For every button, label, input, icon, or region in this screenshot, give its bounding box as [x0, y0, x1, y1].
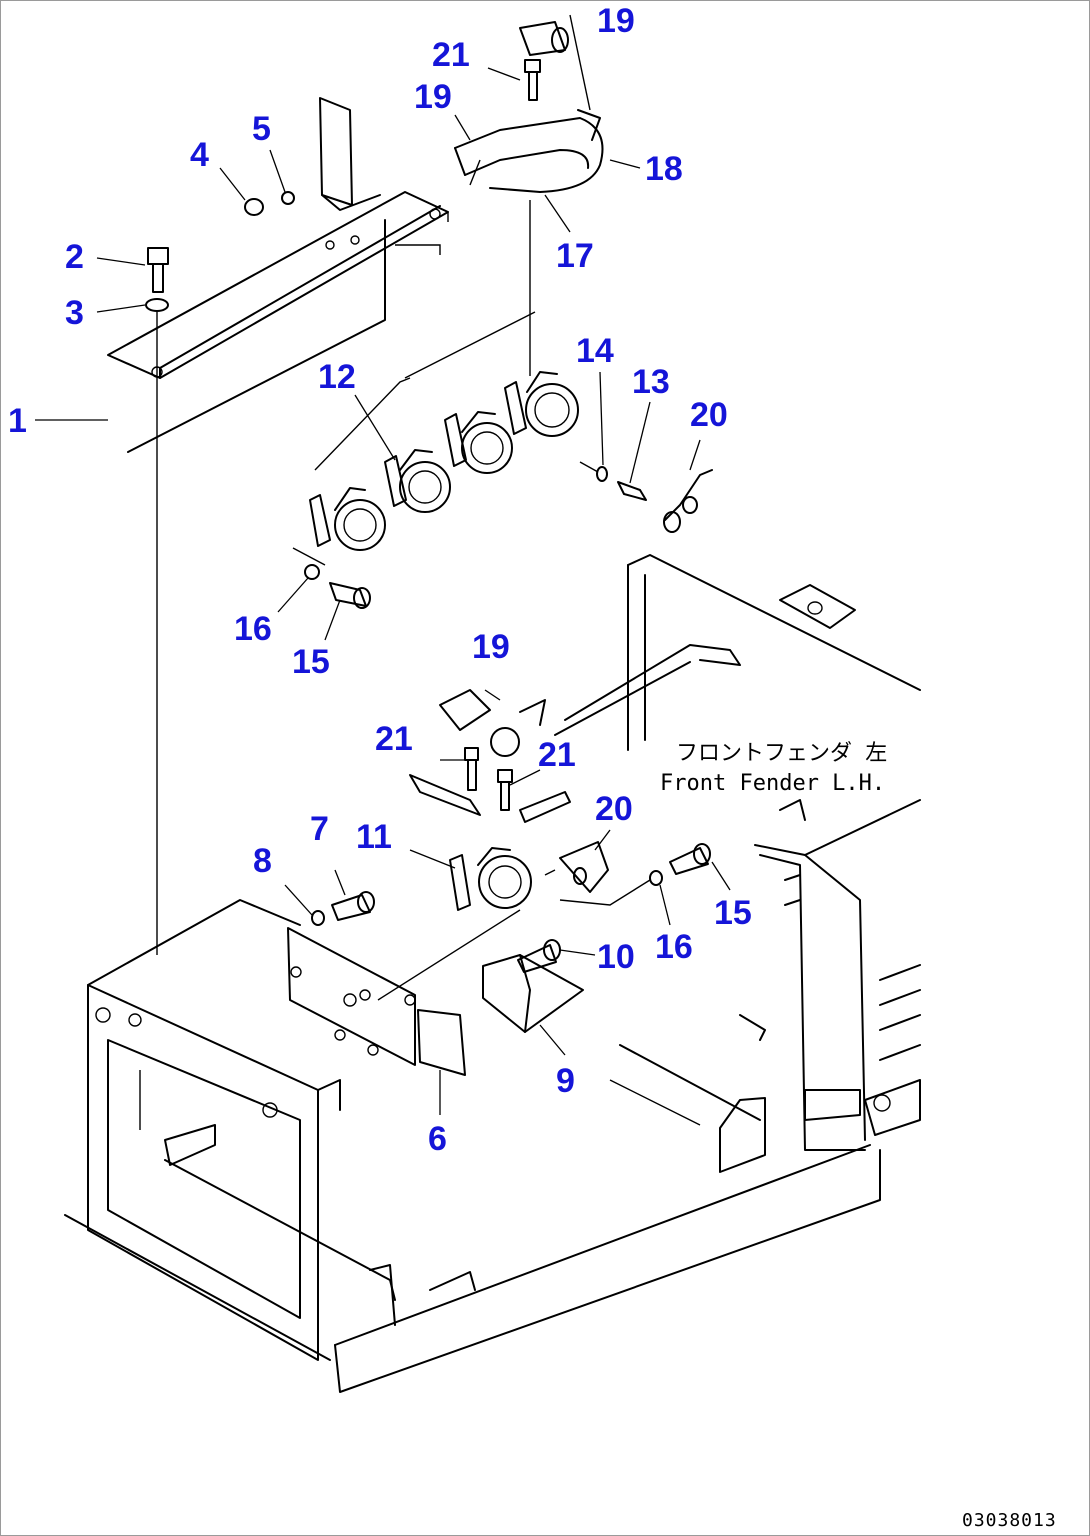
callout-16-upper: 16: [234, 610, 272, 648]
mid-fasteners: [311, 843, 711, 926]
callout-4: 4: [190, 136, 209, 174]
callout-8: 8: [253, 842, 272, 880]
callout-18: 18: [645, 150, 683, 188]
lower-brackets: [287, 927, 584, 1076]
callout-19-lower: 19: [472, 628, 510, 666]
drawing-code: 03038013: [962, 1510, 1057, 1531]
fender-note: フロントフェンダ 左 Front Fender L.H.: [660, 741, 887, 796]
callout-1: 1: [8, 402, 27, 440]
callout-15-upper: 15: [292, 643, 330, 681]
callout-12: 12: [318, 358, 356, 396]
top-harness: [454, 14, 604, 193]
bracket-plate: [107, 191, 449, 453]
main-frame: [64, 899, 881, 1393]
front-fender: [554, 554, 921, 1151]
lower-left-bolt: [304, 564, 371, 609]
horn-cluster: [292, 200, 579, 566]
lower-harness: [377, 689, 651, 1001]
callout-3: 3: [65, 294, 84, 332]
callout-14: 14: [576, 332, 614, 370]
callout-5: 5: [252, 110, 271, 148]
right-fasteners: [579, 461, 713, 533]
callout-21-lower-right: 21: [538, 736, 576, 774]
bolt-and-washer: [145, 247, 169, 955]
callout-20-lower: 20: [595, 790, 633, 828]
callout-16-lower: 16: [655, 928, 693, 966]
leader-lines: [35, 67, 731, 1115]
callout-labels: 1 2 3 4 5 6 7 8 9 10 11 12 13 14 15 15 1…: [8, 2, 752, 1158]
upright-tab: [244, 97, 381, 216]
callout-7: 7: [310, 810, 329, 848]
callout-21-lower-left: 21: [375, 720, 413, 758]
callout-17: 17: [556, 237, 594, 275]
callout-19-left: 19: [414, 78, 452, 116]
fender-note-en: Front Fender L.H.: [660, 771, 885, 796]
callout-19-top: 19: [597, 2, 635, 40]
callout-11: 11: [356, 818, 392, 856]
callout-15-lower: 15: [714, 894, 752, 932]
callout-13: 13: [632, 363, 670, 401]
callout-9: 9: [556, 1062, 575, 1100]
callout-6: 6: [428, 1120, 447, 1158]
fender-note-jp: フロントフェンダ 左: [676, 741, 887, 766]
callout-10: 10: [597, 938, 635, 976]
callout-2: 2: [65, 238, 84, 276]
callout-21-top: 21: [432, 36, 470, 74]
callout-20-upper: 20: [690, 396, 728, 434]
